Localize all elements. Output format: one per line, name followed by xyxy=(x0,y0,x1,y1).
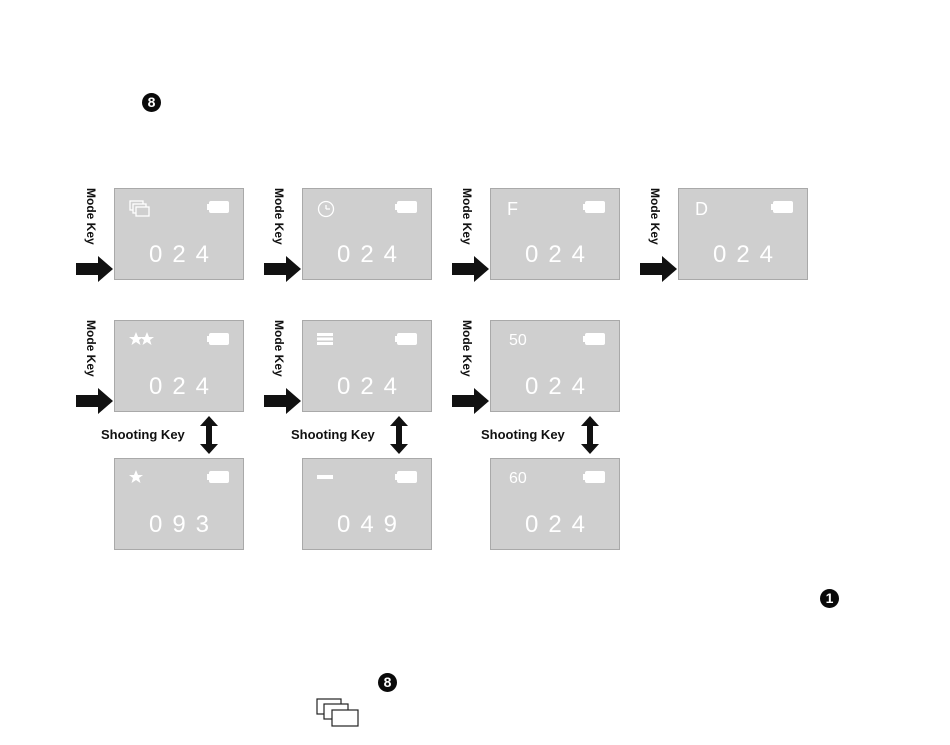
lcd-screen-50: 50 024 xyxy=(490,320,620,412)
lcd-screen-60: 60 024 xyxy=(490,458,620,550)
shot-counter: 024 xyxy=(303,241,431,269)
lcd-screen-f: F 024 xyxy=(490,188,620,280)
battery-icon xyxy=(771,201,793,213)
battery-icon xyxy=(395,333,417,345)
mode-key-label: Mode Key xyxy=(272,320,286,388)
shot-counter: 049 xyxy=(303,511,431,539)
mode-indicator: F xyxy=(507,199,518,219)
right-arrow-icon xyxy=(264,256,302,282)
up-down-arrow-icon xyxy=(580,416,600,454)
battery-icon xyxy=(207,333,229,345)
self-timer-icon xyxy=(317,200,337,220)
high-quality-stars-icon xyxy=(129,332,155,348)
shot-counter: 024 xyxy=(303,373,431,401)
shot-counter: 024 xyxy=(115,373,243,401)
step-marker-8-top: 8 xyxy=(142,93,161,112)
lcd-screen-continuous: 024 xyxy=(114,188,244,280)
resolution-bars-icon xyxy=(317,332,335,346)
lcd-screen-d: D 024 xyxy=(678,188,808,280)
shot-counter: 024 xyxy=(491,241,619,269)
right-arrow-icon xyxy=(452,256,490,282)
right-arrow-icon xyxy=(76,256,114,282)
shot-counter: 024 xyxy=(491,511,619,539)
right-arrow-icon xyxy=(76,388,114,414)
battery-icon xyxy=(207,201,229,213)
shooting-key-label: Shooting Key xyxy=(481,427,565,442)
shot-counter: 024 xyxy=(491,373,619,401)
up-down-arrow-icon xyxy=(199,416,219,454)
mode-key-label: Mode Key xyxy=(84,188,98,256)
lcd-screen-resolution: 024 xyxy=(302,320,432,412)
mode-indicator: 60 xyxy=(509,469,527,489)
continuous-shooting-icon xyxy=(129,200,153,218)
battery-icon xyxy=(583,333,605,345)
shot-counter: 093 xyxy=(115,511,243,539)
battery-icon xyxy=(583,471,605,483)
battery-icon xyxy=(395,471,417,483)
battery-icon xyxy=(395,201,417,213)
continuous-shooting-icon xyxy=(316,698,360,728)
mode-indicator: 50 xyxy=(509,331,527,351)
mode-key-label: Mode Key xyxy=(460,320,474,388)
lcd-screen-single-bar: 049 xyxy=(302,458,432,550)
lcd-screen-single-star: 093 xyxy=(114,458,244,550)
single-star-icon xyxy=(129,470,145,486)
right-arrow-icon xyxy=(640,256,678,282)
lcd-screen-high-quality: 024 xyxy=(114,320,244,412)
shot-counter: 024 xyxy=(679,241,807,269)
single-bar-icon xyxy=(317,470,335,484)
mode-key-label: Mode Key xyxy=(648,188,662,256)
lcd-screen-self-timer: 024 xyxy=(302,188,432,280)
mode-key-label: Mode Key xyxy=(84,320,98,388)
battery-icon xyxy=(207,471,229,483)
battery-icon xyxy=(583,201,605,213)
shooting-key-label: Shooting Key xyxy=(291,427,375,442)
mode-key-label: Mode Key xyxy=(272,188,286,256)
right-arrow-icon xyxy=(264,388,302,414)
shot-counter: 024 xyxy=(115,241,243,269)
mode-key-label: Mode Key xyxy=(460,188,474,256)
mode-indicator: D xyxy=(695,199,708,219)
step-marker-1: 1 xyxy=(820,589,839,608)
shooting-key-label: Shooting Key xyxy=(101,427,185,442)
step-marker-8-bottom: 8 xyxy=(378,673,397,692)
up-down-arrow-icon xyxy=(389,416,409,454)
right-arrow-icon xyxy=(452,388,490,414)
